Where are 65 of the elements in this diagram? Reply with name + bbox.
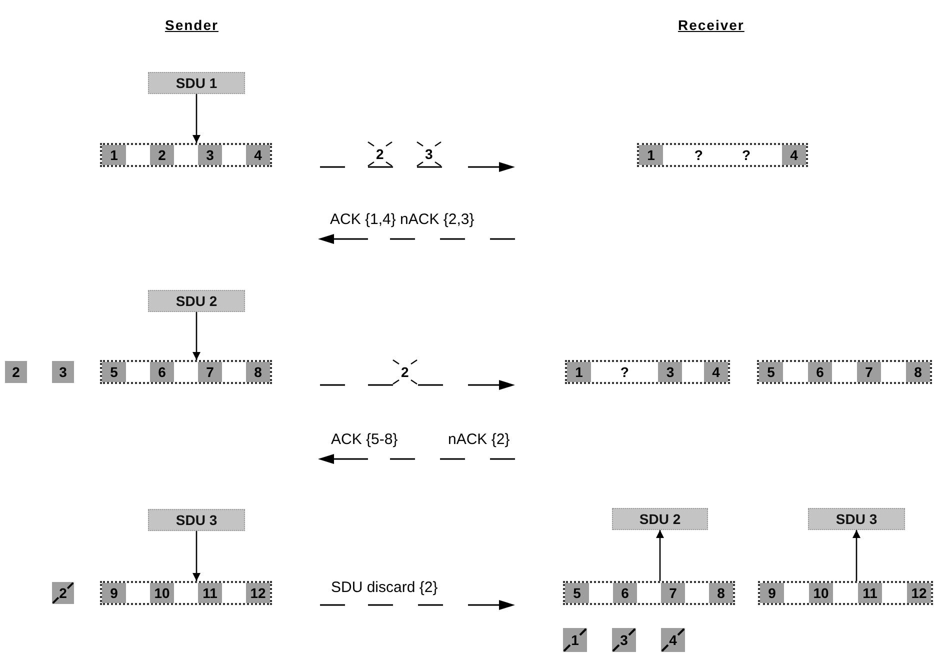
pdu-cell: 4 — [782, 145, 806, 165]
discarded-pdu: 2 — [52, 582, 74, 604]
pdu-cell: 11 — [198, 583, 222, 603]
pdu-cell: 9 — [102, 583, 126, 603]
pdu-row — [757, 360, 932, 384]
message-label: SDU discard {2} — [331, 580, 438, 595]
pdu-cell: 12 — [907, 583, 931, 603]
pdu-row — [758, 581, 933, 605]
missing-pdu: ? — [734, 145, 758, 165]
pdu-cell: 10 — [809, 583, 833, 603]
pdu-cell: 9 — [760, 583, 784, 603]
arrow — [192, 312, 200, 360]
discarded-pdu: 3 — [612, 628, 636, 652]
sdu-box: SDU 2 — [148, 290, 245, 312]
lost-pdu-number: 3 — [425, 147, 433, 161]
pdu-row — [565, 360, 730, 384]
arrow — [192, 531, 200, 581]
sdu-box: SDU 3 — [808, 508, 905, 530]
pdu-cell: 5 — [759, 362, 783, 382]
pdu-cell: 6 — [808, 362, 832, 382]
pdu-cell: 2 — [5, 361, 27, 383]
missing-pdu: ? — [612, 362, 637, 382]
arrow — [852, 530, 860, 581]
lost-pdu-number: 2 — [376, 147, 384, 161]
pdu-row — [563, 581, 735, 605]
arrow — [656, 530, 664, 581]
pdu-cell: 8 — [246, 362, 270, 382]
pdu-cell: 11 — [858, 583, 882, 603]
pdu-cell: 12 — [246, 583, 270, 603]
sdu-box: SDU 1 — [148, 72, 245, 94]
discarded-pdu: 4 — [661, 628, 685, 652]
pdu-cell: 5 — [565, 583, 589, 603]
arrow — [192, 94, 200, 143]
pdu-cell: 7 — [857, 362, 881, 382]
pdu-cell: 8 — [709, 583, 733, 603]
pdu-cell: 7 — [661, 583, 685, 603]
sdu-box: SDU 2 — [612, 508, 708, 530]
pdu-cell: 1 — [567, 362, 591, 382]
column-heading: Sender — [165, 18, 218, 32]
pdu-cell: 2 — [150, 145, 174, 165]
pdu-cell: 5 — [102, 362, 126, 382]
discarded-pdu: 1 — [563, 628, 587, 652]
message-label: ACK {1,4} nACK {2,3} — [330, 212, 474, 227]
pdu-cell: 4 — [704, 362, 728, 382]
lost-pdu-number: 2 — [401, 365, 409, 379]
missing-pdu: ? — [686, 145, 711, 165]
column-heading: Receiver — [678, 18, 744, 32]
pdu-row — [637, 143, 808, 167]
pdu-cell: 7 — [198, 362, 222, 382]
pdu-cell: 6 — [613, 583, 637, 603]
pdu-row — [100, 581, 272, 605]
pdu-cell: 1 — [639, 145, 663, 165]
pdu-row — [100, 143, 272, 167]
pdu-cell: 3 — [658, 362, 682, 382]
pdu-cell: 1 — [102, 145, 126, 165]
pdu-cell: 3 — [198, 145, 222, 165]
pdu-cell: 3 — [52, 361, 74, 383]
pdu-row — [100, 360, 272, 384]
pdu-cell: 8 — [906, 362, 930, 382]
pdu-cell: 4 — [246, 145, 270, 165]
message-label: nACK {2} — [448, 432, 510, 447]
sdu-box: SDU 3 — [148, 509, 245, 531]
pdu-cell: 6 — [150, 362, 174, 382]
pdu-cell: 10 — [150, 583, 174, 603]
message-label: ACK {5-8} — [331, 432, 398, 447]
